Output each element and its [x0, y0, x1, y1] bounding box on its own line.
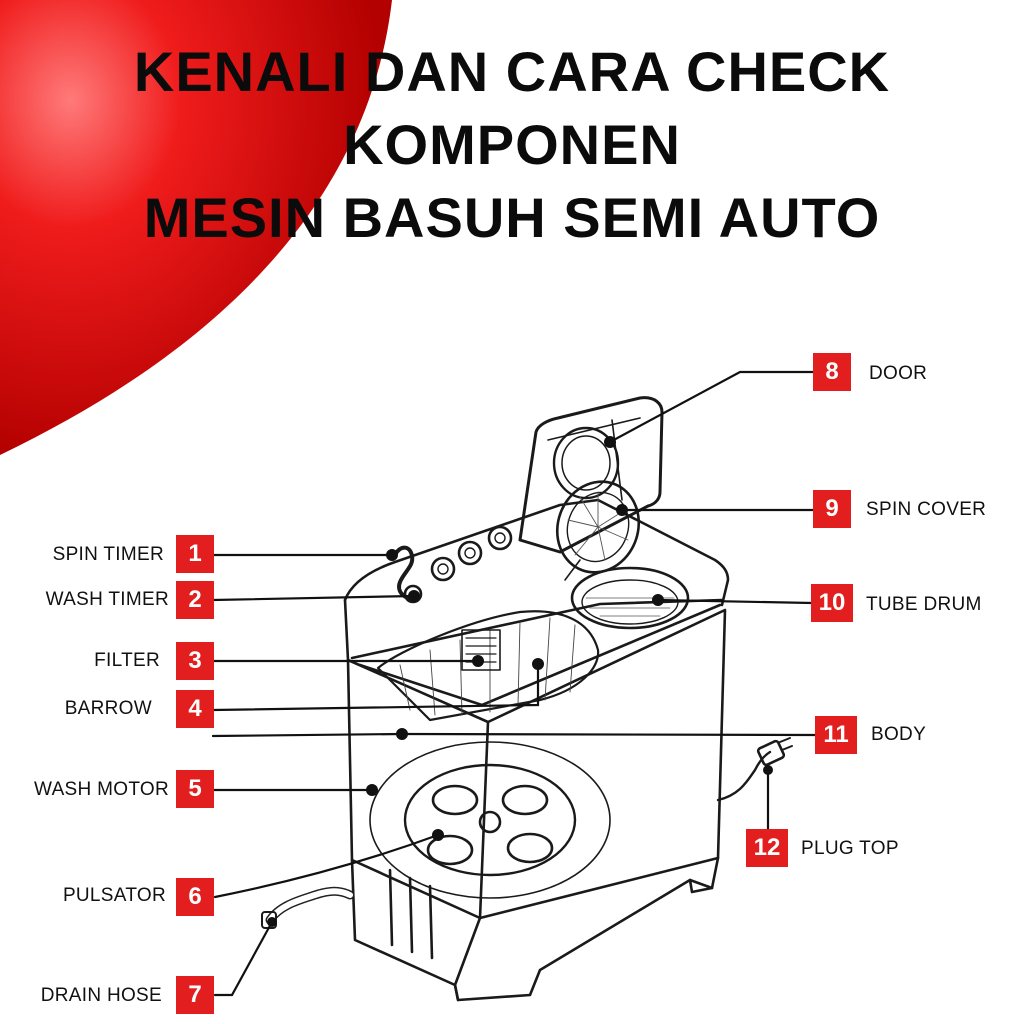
label-tube-drum: TUBE DRUM	[866, 594, 982, 615]
badge-2: 2	[176, 581, 214, 619]
title-line-1: KENALI DAN CARA CHECK	[133, 40, 891, 103]
badge-12: 12	[746, 829, 788, 867]
label-pulsator: PULSATOR	[62, 885, 166, 906]
badge-1: 1	[176, 535, 214, 573]
label-body: BODY	[871, 724, 927, 745]
label-spin-timer: SPIN TIMER	[52, 544, 164, 565]
label-wash-timer: WASH TIMER	[45, 589, 169, 610]
badge-5: 5	[176, 770, 214, 808]
badge-11: 11	[815, 716, 857, 754]
label-door: DOOR	[869, 363, 928, 384]
label-spin-cover: SPIN COVER	[866, 499, 987, 520]
badge-10: 10	[811, 584, 853, 622]
label-filter: FILTER	[94, 650, 160, 671]
badge-8: 8	[813, 353, 851, 391]
badge-7: 7	[176, 976, 214, 1014]
label-plug-top: PLUG TOP	[801, 838, 899, 859]
badge-9: 9	[813, 490, 851, 528]
badge-4: 4	[176, 690, 214, 728]
title-line-2: KOMPONEN	[343, 113, 681, 176]
label-barrow: BARROW	[64, 698, 152, 719]
label-wash-motor: WASH MOTOR	[34, 779, 169, 800]
badge-3: 3	[176, 642, 214, 680]
badge-6: 6	[176, 878, 214, 916]
label-drain-hose: DRAIN HOSE	[40, 985, 162, 1006]
title-line-3: MESIN BASUH SEMI AUTO	[143, 186, 881, 249]
